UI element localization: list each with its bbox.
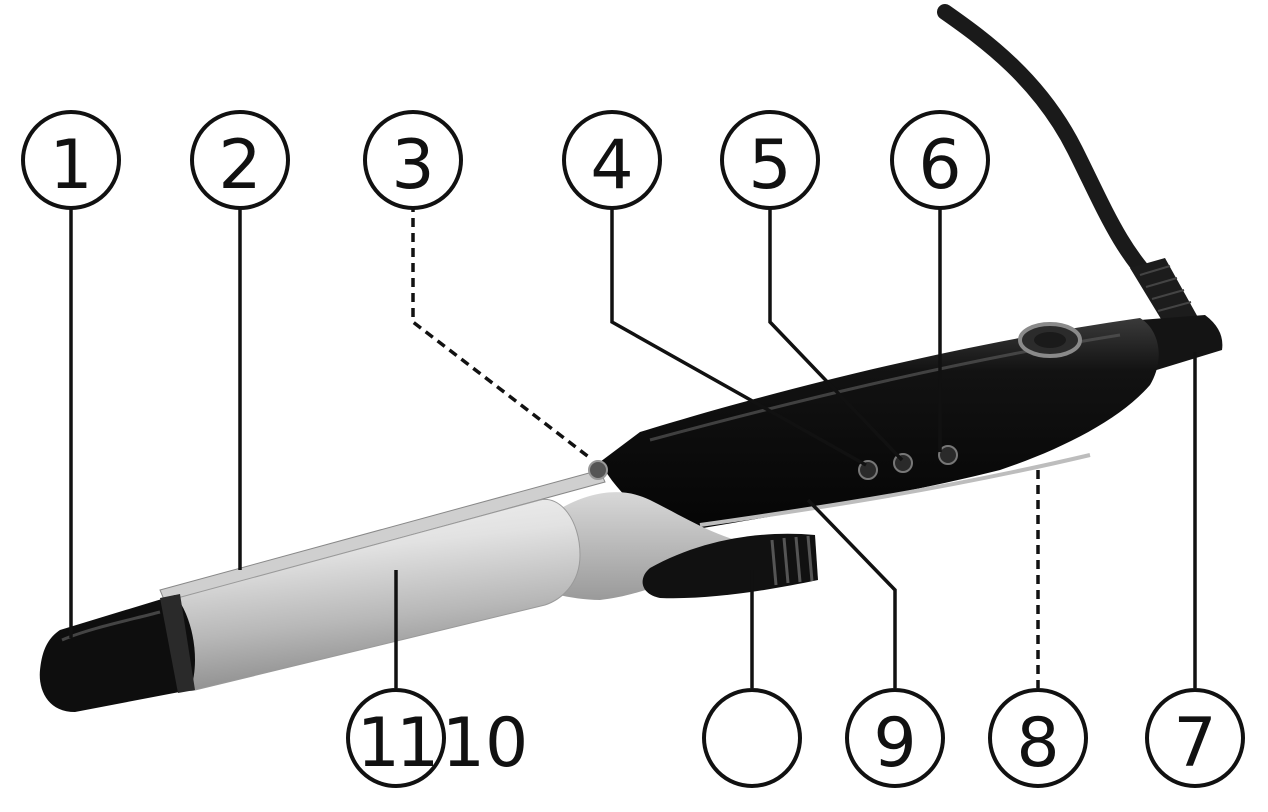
curling-iron <box>39 4 1223 712</box>
barrel <box>168 498 581 691</box>
callout-11-label: 11 <box>357 704 436 783</box>
clamp-lever <box>520 492 760 600</box>
leader-lines <box>69 203 1197 688</box>
leader-4 <box>610 203 867 467</box>
swivel-cap <box>1140 315 1223 372</box>
callout-8-label: 8 <box>1016 704 1059 783</box>
callout-4: 4 <box>562 110 662 210</box>
callout-4-label: 4 <box>590 126 633 205</box>
callout-1-label: 1 <box>49 126 92 205</box>
stray-label-10: 10 <box>442 704 529 783</box>
leader-3 <box>411 203 592 460</box>
callout-6: 6 <box>890 110 990 210</box>
callout-2: 2 <box>190 110 290 210</box>
callout-7: 7 <box>1145 688 1245 788</box>
leader-9 <box>806 498 897 688</box>
handle <box>600 318 1159 532</box>
callout-11: 11 <box>346 688 446 788</box>
leader-5 <box>768 203 904 462</box>
power-cord <box>937 4 1168 298</box>
callout-2-label: 2 <box>218 126 261 205</box>
callout-10 <box>702 688 802 788</box>
callout-7-label: 7 <box>1173 704 1216 783</box>
callouts: 1 2 3 4 5 6 7 8 <box>21 110 1245 788</box>
callout-5: 5 <box>720 110 820 210</box>
callout-3-label: 3 <box>391 126 434 205</box>
button-6 <box>938 445 958 465</box>
callout-9: 9 <box>845 688 945 788</box>
cool-tip <box>39 595 195 712</box>
callout-6-label: 6 <box>918 126 961 205</box>
callout-3: 3 <box>363 110 463 210</box>
callout-5-label: 5 <box>748 126 791 205</box>
callout-8: 8 <box>988 688 1088 788</box>
callout-9-label: 9 <box>873 704 916 783</box>
callout-1: 1 <box>21 110 121 210</box>
